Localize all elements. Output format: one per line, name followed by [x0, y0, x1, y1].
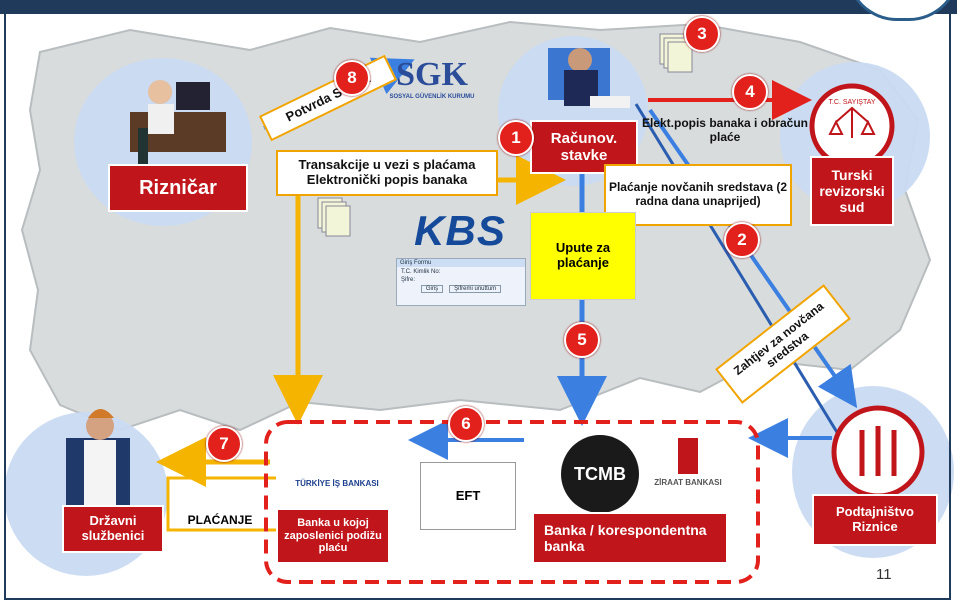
treasurer-label: Rizničar — [108, 164, 248, 212]
turkiye-is-bankasi-logo: TÜRKİYE İŞ BANKASI — [282, 462, 392, 506]
kbs-login-form: Giriş Formu T.C. Kimlik No: Şifre: Giriş… — [396, 258, 526, 306]
step-8-badge: 8 — [334, 60, 370, 96]
slide-frame — [4, 14, 951, 600]
payment-label: PLAĆANJE — [187, 513, 253, 528]
accountant-person-icon — [548, 48, 630, 108]
step-5-badge: 5 — [564, 322, 600, 358]
kbs-logo: KBS — [414, 206, 506, 254]
doctor-person-icon — [66, 409, 130, 514]
civil-servants-label: Državni službenici — [62, 505, 164, 553]
top-bar — [0, 0, 957, 14]
step-4-badge: 4 — [732, 74, 768, 110]
eft-box: EFT — [420, 462, 516, 530]
tcmb-logo: TCMB — [556, 426, 644, 522]
step-3-badge: 3 — [684, 16, 720, 52]
ziraat-logo: ZİRAAT BANKASI — [650, 430, 726, 496]
central-bank-label: Banka / korespondentna banka — [532, 512, 728, 564]
kbs-form-title: Giriş Formu — [397, 259, 525, 267]
court-label: Turski revizorski sud — [810, 156, 894, 226]
bank-area-border — [264, 420, 760, 584]
kbs-form-field2: Şifre: — [401, 277, 416, 283]
kbs-form-forgot-button: Şifremi unuttum — [449, 285, 502, 293]
step-2-badge: 2 — [724, 222, 760, 258]
svg-text:T.C. SAYIŞTAY: T.C. SAYIŞTAY — [828, 99, 875, 106]
page-number: 11 — [876, 566, 892, 583]
step-6-badge: 6 — [448, 406, 484, 442]
payment-instructions-box: Upute za plaćanje — [530, 212, 636, 300]
kbs-form-field1: T.C. Kimlik No: — [401, 269, 441, 275]
undersecretariat-label: Podtajništvo Riznice — [812, 494, 938, 546]
document-stack-icon — [317, 197, 351, 237]
step-1-badge: 1 — [498, 120, 534, 156]
elect-list-label: Elekt.popis banaka i obračun plaće — [641, 116, 809, 144]
step-7-badge: 7 — [206, 426, 242, 462]
transactions-label: Transakcije u vezi s plaćama Elektroničk… — [276, 150, 498, 196]
arrow-payment-funds — [634, 103, 856, 461]
document-stack-icon — [659, 33, 693, 73]
payment-bracket — [166, 476, 276, 532]
salary-bank-label: Banka u kojoj zaposlenici podižu plaću — [276, 508, 390, 564]
treasurer-person-icon — [130, 80, 226, 168]
sgk-logo: SGK SOSYAL GÜVENLİK KURUMU — [389, 56, 475, 101]
kbs-form-login-button: Giriş — [420, 285, 444, 293]
